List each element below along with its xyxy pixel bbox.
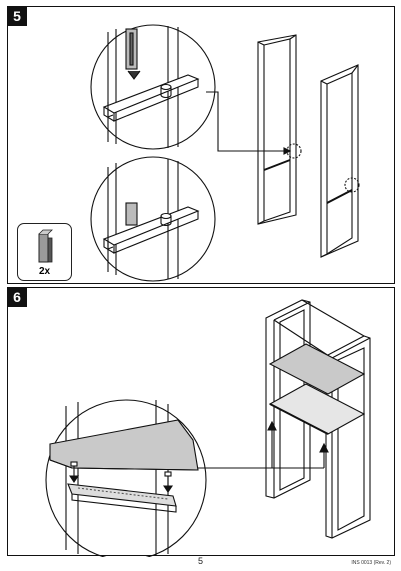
step-5-illustration: [90, 24, 360, 282]
quantity-label: 2x: [38, 266, 51, 277]
detail-magnifier-upper: [90, 24, 216, 150]
step-number-badge: 6: [7, 287, 27, 307]
hardware-quantity-box: 2x: [17, 223, 72, 281]
step-number-badge: 5: [7, 6, 27, 26]
detail-magnifier-lower: [90, 156, 216, 282]
step-6-panel: 6: [7, 287, 395, 557]
step-6-illustration: [45, 299, 371, 557]
frame-right: [320, 64, 360, 258]
document-code: INS 0013 (Rev. 2): [351, 560, 391, 566]
detail-magnifier: [45, 399, 207, 557]
step-5-panel: 5: [7, 6, 395, 284]
assembled-shelf-unit: [265, 299, 371, 539]
page-number: 5: [197, 556, 203, 566]
frame-left: [257, 34, 302, 225]
bracket-clip-icon: [38, 229, 53, 263]
